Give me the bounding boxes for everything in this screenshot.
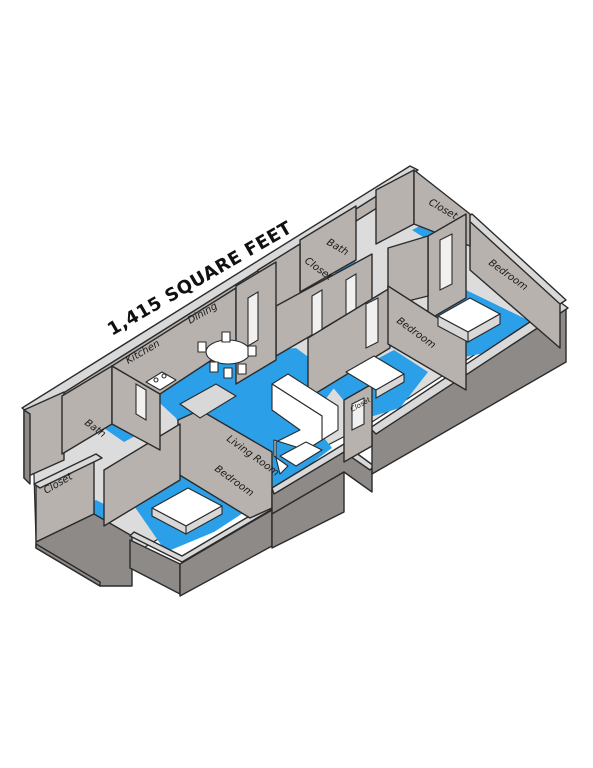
- sofa-chaise: [279, 441, 323, 467]
- dining-chair: [209, 361, 219, 373]
- kitchen-counter: [178, 383, 238, 419]
- bed-center-side: [375, 373, 405, 399]
- stove-burner: [161, 373, 167, 379]
- living-lower-wall: [271, 471, 345, 549]
- dining-door: [247, 291, 259, 347]
- dining-chair: [197, 341, 207, 353]
- bed-right-front: [437, 315, 469, 343]
- closet-left-lower: [35, 543, 101, 587]
- stove-burner: [153, 377, 159, 383]
- sofa-seat: [271, 383, 323, 475]
- bedroom-right-door: [439, 233, 453, 291]
- wall-end-left-side: [23, 409, 31, 485]
- kitchen-stove: [145, 371, 177, 391]
- closet-left-top: [33, 453, 103, 489]
- dining-chair: [223, 367, 233, 379]
- dining-table: [205, 339, 251, 365]
- right-front-wall-top: [369, 301, 569, 435]
- dining-chair: [221, 331, 231, 343]
- dining-chair: [247, 345, 257, 357]
- bath-left-door: [135, 383, 147, 421]
- bedroom-center-door: [365, 297, 379, 349]
- bed-left-front: [151, 507, 187, 535]
- dining-chair: [237, 363, 247, 375]
- closet-small-door: [351, 397, 365, 431]
